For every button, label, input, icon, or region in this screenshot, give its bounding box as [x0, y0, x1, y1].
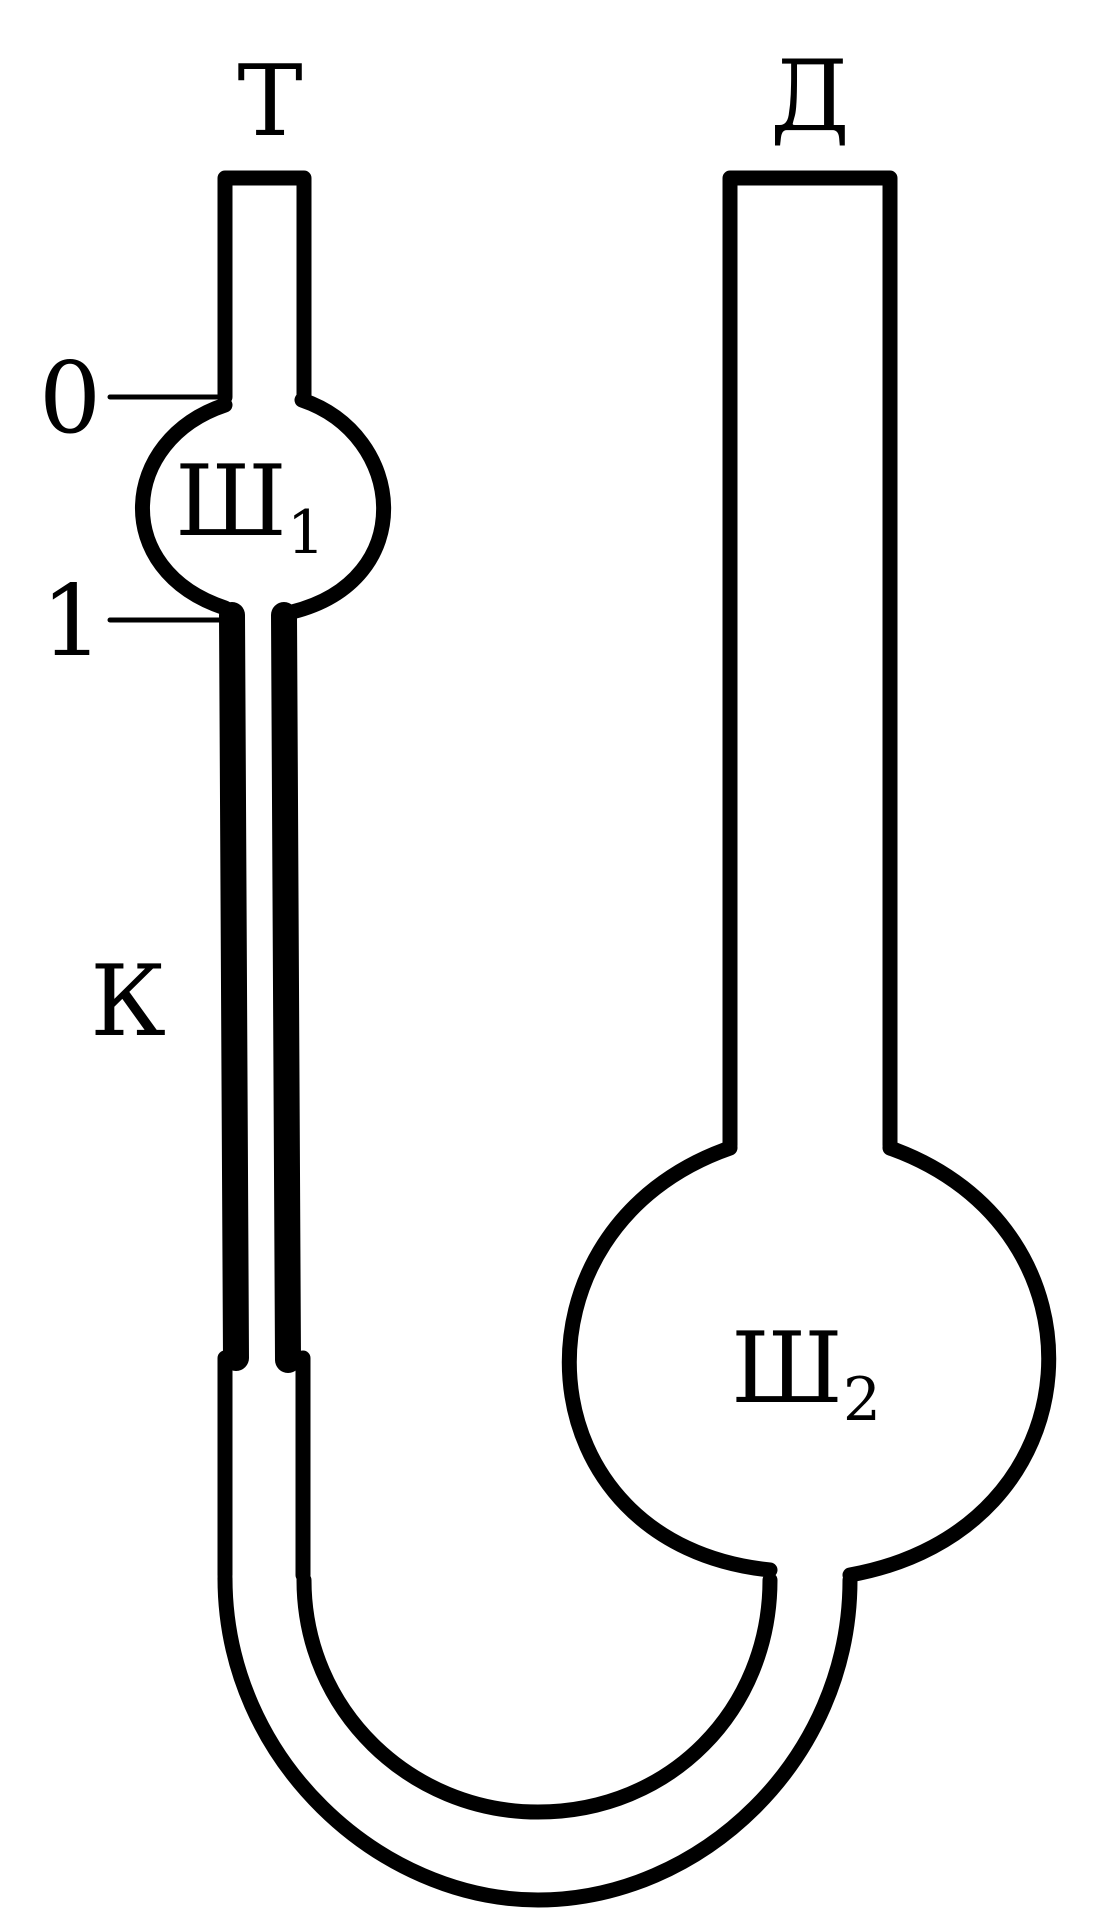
label-tube-right: Д	[770, 40, 850, 154]
small-bulb-right-wall	[284, 392, 392, 620]
large-bulb-left-wall	[561, 1140, 778, 1578]
label-bulb-small: Ш1	[175, 445, 325, 568]
u-bend-inner	[296, 1572, 778, 1820]
label-bulb-small-sub: 1	[287, 498, 325, 568]
label-bulb-large: Ш2	[731, 1312, 881, 1435]
small-bulb-left-wall	[135, 397, 233, 616]
label-mark-0: 0	[39, 342, 101, 456]
label-mark-1: 1	[41, 565, 103, 679]
label-bulb-small-main: Ш	[175, 445, 287, 559]
left-tube-top-outer	[217, 170, 312, 405]
label-capillary: К	[90, 945, 166, 1059]
large-bulb-right-wall	[842, 1140, 1057, 1583]
label-tube-top: Т	[237, 45, 302, 159]
u-bend-outer	[217, 1570, 858, 1908]
label-bulb-large-main: Ш	[731, 1312, 843, 1426]
capillary-right-wall	[271, 602, 301, 1373]
capillary-left-wall	[219, 602, 249, 1371]
right-tube	[722, 170, 898, 1153]
label-bulb-large-sub: 2	[843, 1365, 881, 1435]
